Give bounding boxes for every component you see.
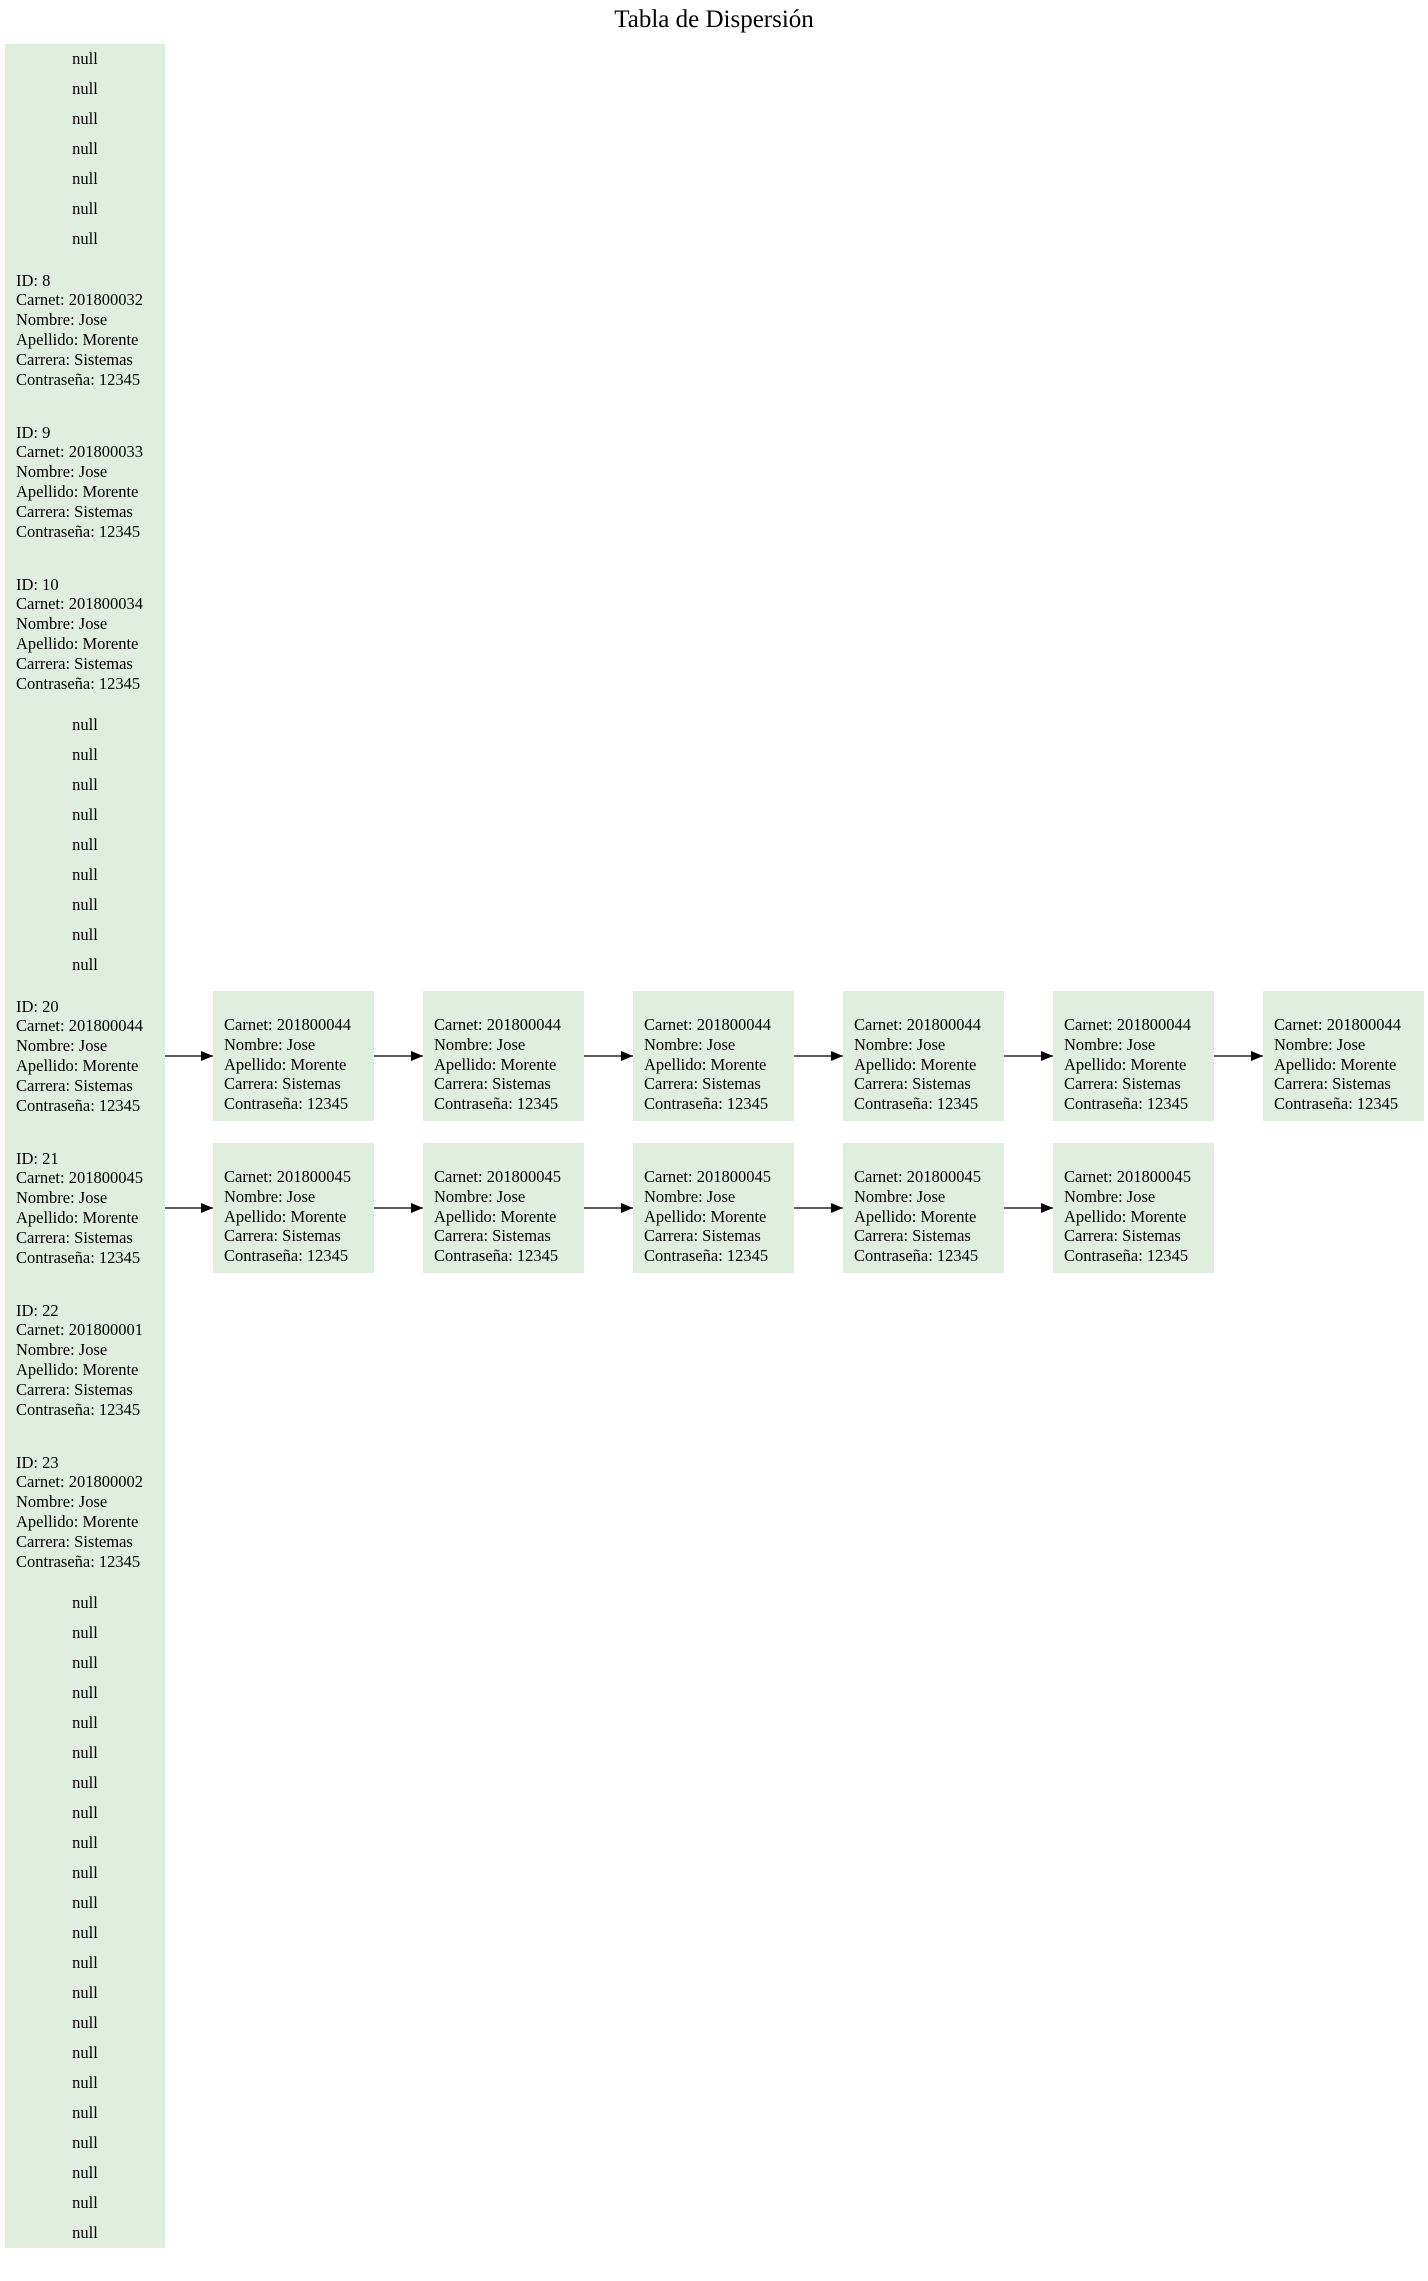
chain-node: Carnet: 201800045 Nombre: Jose Apellido:… [843,1143,1004,1273]
null-slot: null [72,1863,98,1882]
null-slot: null [72,2013,98,2032]
null-slot: null [72,2193,98,2212]
null-slot: null [72,109,98,128]
null-slot: null [72,139,98,158]
null-slot: null [72,775,98,794]
null-slot: null [72,745,98,764]
record-slot: ID: 21 Carnet: 201800045 Nombre: Jose Ap… [16,1148,143,1267]
null-slot: null [72,1803,98,1822]
chain-node: Carnet: 201800044 Nombre: Jose Apellido:… [213,991,374,1121]
record-slot: ID: 8 Carnet: 201800032 Nombre: Jose Ape… [16,270,143,389]
null-slot: null [72,955,98,974]
chain-node: Carnet: 201800044 Nombre: Jose Apellido:… [1263,991,1424,1121]
null-slot: null [72,1983,98,2002]
record-slot: ID: 9 Carnet: 201800033 Nombre: Jose Ape… [16,422,143,541]
record-slot: ID: 20 Carnet: 201800044 Nombre: Jose Ap… [16,996,143,1115]
null-slot: null [72,2073,98,2092]
chain-node: Carnet: 201800044 Nombre: Jose Apellido:… [633,991,794,1121]
null-slot: null [72,229,98,248]
null-slot: null [72,1623,98,1642]
chain-node: Carnet: 201800045 Nombre: Jose Apellido:… [633,1143,794,1273]
null-slot: null [72,2043,98,2062]
chain-node: Carnet: 201800044 Nombre: Jose Apellido:… [423,991,584,1121]
null-slot: null [72,1923,98,1942]
null-slot: null [72,1893,98,1912]
chain-node: Carnet: 201800045 Nombre: Jose Apellido:… [1053,1143,1214,1273]
chain-node: Carnet: 201800045 Nombre: Jose Apellido:… [423,1143,584,1273]
chain-node: Carnet: 201800044 Nombre: Jose Apellido:… [1053,991,1214,1121]
null-slot: null [72,865,98,884]
null-slot: null [72,835,98,854]
null-slot: null [72,1743,98,1762]
record-slot: ID: 22 Carnet: 201800001 Nombre: Jose Ap… [16,1300,143,1419]
null-slot: null [72,79,98,98]
null-slot: null [72,2133,98,2152]
null-slot: null [72,1653,98,1672]
record-slot: ID: 23 Carnet: 201800002 Nombre: Jose Ap… [16,1452,143,1571]
null-slot: null [72,2103,98,2122]
hash-table-column [5,44,165,2248]
diagram-title: Tabla de Dispersión [614,6,814,33]
null-slot: null [72,2163,98,2182]
record-slot: ID: 10 Carnet: 201800034 Nombre: Jose Ap… [16,574,143,693]
chain-node: Carnet: 201800044 Nombre: Jose Apellido:… [843,991,1004,1121]
null-slot: null [72,1593,98,1612]
chain-node: Carnet: 201800045 Nombre: Jose Apellido:… [213,1143,374,1273]
null-slot: null [72,1683,98,1702]
null-slot: null [72,1833,98,1852]
null-slot: null [72,715,98,734]
null-slot: null [72,1953,98,1972]
null-slot: null [72,1773,98,1792]
null-slot: null [72,805,98,824]
null-slot: null [72,925,98,944]
null-slot: null [72,2223,98,2242]
null-slot: null [72,49,98,68]
null-slot: null [72,895,98,914]
null-slot: null [72,169,98,188]
null-slot: null [72,199,98,218]
null-slot: null [72,1713,98,1732]
